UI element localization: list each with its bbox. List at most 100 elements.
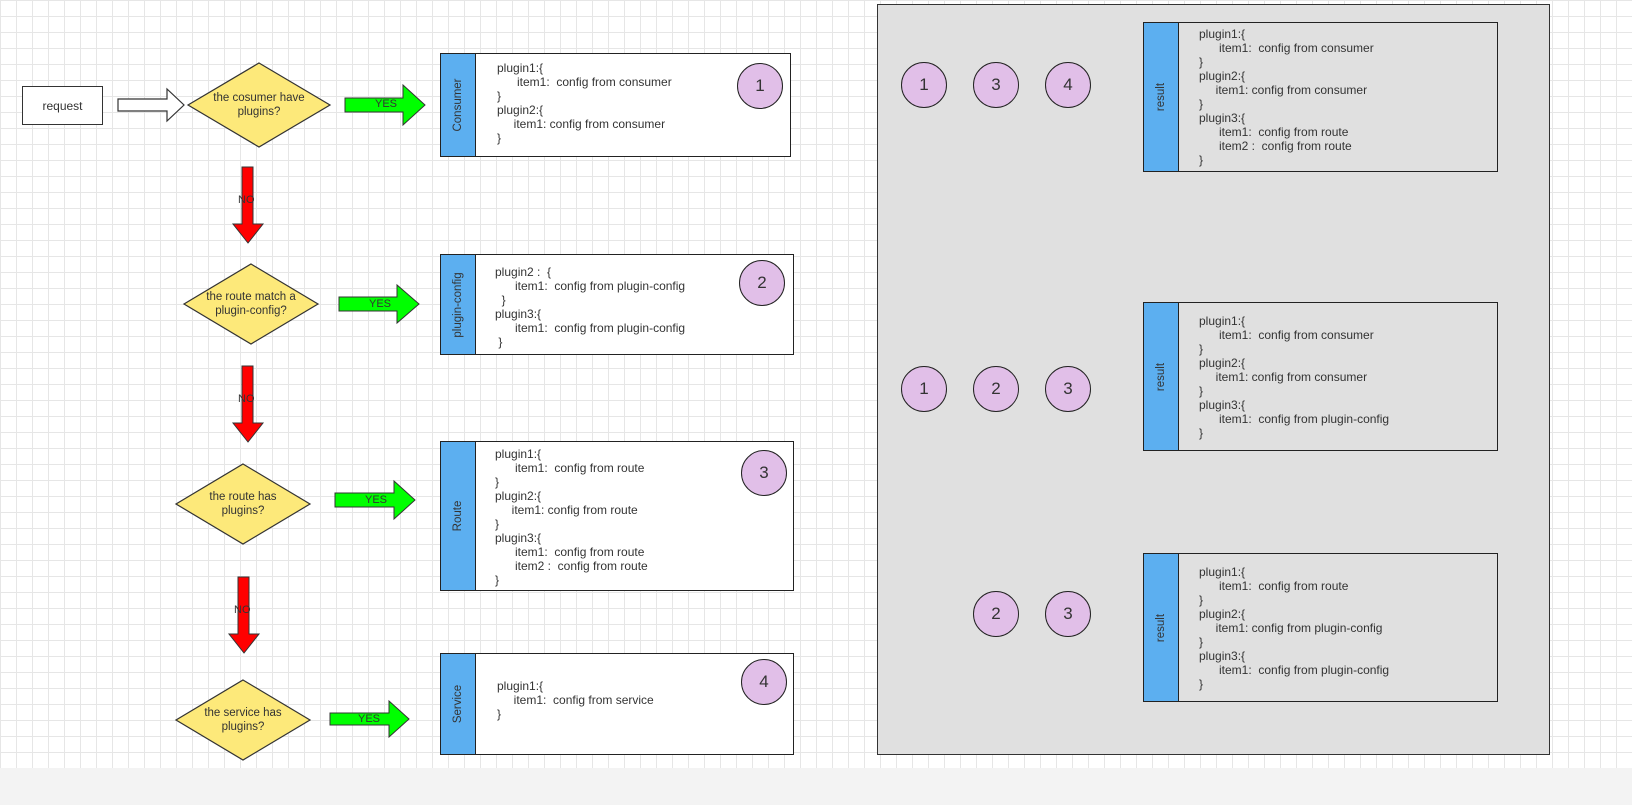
service-tab: Service bbox=[441, 654, 476, 754]
result2-circle-a-text: 1 bbox=[919, 379, 929, 398]
result3-circle-b-text: 3 bbox=[1063, 604, 1073, 623]
config-line: } bbox=[495, 475, 500, 489]
service-tab-label: Service bbox=[452, 684, 464, 724]
result2-circle-b: 2 bbox=[973, 366, 1019, 412]
service-config-text: plugin1:{ item1: config from service} bbox=[497, 679, 654, 721]
config-line: item1: config from plugin-config bbox=[495, 279, 686, 293]
decision-consumer-diamond bbox=[186, 62, 332, 148]
decision-service-diamond bbox=[174, 679, 312, 761]
consumer-config-text: plugin1:{ item1: config from consumer}pl… bbox=[497, 61, 672, 145]
result2-circle-b-text: 2 bbox=[991, 379, 1001, 398]
config-line: } bbox=[495, 517, 500, 531]
config-line: item1: config from plugin-config bbox=[1199, 621, 1383, 635]
config-line: item1: config from plugin-config bbox=[1199, 412, 1390, 426]
result2-circle-c: 3 bbox=[1045, 366, 1091, 412]
yes-label-1: YES bbox=[375, 98, 398, 110]
config-line: plugin1:{ bbox=[497, 61, 544, 75]
decision-consumer-label: the cosumer have plugins? bbox=[213, 92, 305, 118]
config-line: plugin2:{ bbox=[1199, 607, 1246, 621]
result1-circle-a: 1 bbox=[901, 62, 947, 108]
config-line: item1: config from route bbox=[1199, 125, 1349, 139]
config-line: plugin1:{ bbox=[1199, 27, 1246, 41]
result1-panel: result plugin1:{ item1: config from cons… bbox=[1143, 22, 1498, 172]
config-line: plugin3:{ bbox=[1199, 398, 1246, 412]
config-line: plugin1:{ bbox=[1199, 314, 1246, 328]
route-tab-label: Route bbox=[452, 500, 464, 532]
config-line: item1: config from service bbox=[497, 693, 654, 707]
config-line: item2 : config from route bbox=[1199, 139, 1352, 153]
route-number: 3 bbox=[759, 463, 769, 482]
service-number-circle: 4 bbox=[741, 659, 787, 705]
config-line: } bbox=[1199, 426, 1204, 440]
config-line: } bbox=[497, 89, 502, 103]
no-label-1: NO bbox=[238, 194, 255, 206]
config-line: plugin3:{ bbox=[1199, 649, 1246, 663]
no-arrow-3 bbox=[227, 576, 261, 654]
config-line: plugin1:{ bbox=[497, 679, 544, 693]
config-line: } bbox=[1199, 384, 1204, 398]
plugin-config-tab-label: plugin-config bbox=[452, 271, 464, 338]
config-line: plugin1:{ bbox=[1199, 565, 1246, 579]
result2-tab-label: result bbox=[1155, 362, 1167, 391]
config-line: item2 : config from route bbox=[495, 559, 648, 573]
consumer-tab-label: Consumer bbox=[452, 78, 464, 132]
route-tab: Route bbox=[441, 442, 476, 590]
config-line: plugin2:{ bbox=[497, 103, 544, 117]
config-line: } bbox=[495, 335, 503, 349]
yes-label-4: YES bbox=[358, 713, 381, 725]
config-line: item1: config from consumer bbox=[497, 117, 666, 131]
config-line: } bbox=[497, 131, 502, 145]
no-arrow-1 bbox=[231, 166, 265, 244]
result2-panel: result plugin1:{ item1: config from cons… bbox=[1143, 302, 1498, 451]
result1-circle-c-text: 4 bbox=[1063, 75, 1073, 94]
result3-config-text: plugin1:{ item1: config from route}plugi… bbox=[1199, 565, 1389, 691]
config-line: } bbox=[497, 707, 502, 721]
config-line: item1: config from plugin-config bbox=[1199, 663, 1390, 677]
config-line: } bbox=[1199, 97, 1204, 111]
plugin-config-number: 2 bbox=[757, 273, 767, 292]
config-line: item1: config from consumer bbox=[497, 75, 672, 89]
config-line: item1: config from consumer bbox=[1199, 83, 1368, 97]
result1-circle-b-text: 3 bbox=[991, 75, 1001, 94]
config-line: } bbox=[1199, 153, 1204, 167]
decision-service-label: the service has plugins? bbox=[204, 707, 282, 733]
route-config-text: plugin1:{ item1: config from route}plugi… bbox=[495, 447, 648, 587]
no-label-3: NO bbox=[234, 604, 251, 616]
yes-arrow-2 bbox=[338, 283, 420, 325]
request-label: request bbox=[42, 98, 83, 113]
config-line: item1: config from route bbox=[495, 545, 645, 559]
config-line: } bbox=[1199, 677, 1204, 691]
plugin-config-text: plugin2 : { item1: config from plugin-co… bbox=[495, 265, 685, 349]
result1-circle-b: 3 bbox=[973, 62, 1019, 108]
config-line: plugin3:{ bbox=[495, 307, 542, 321]
result2-circle-a: 1 bbox=[901, 366, 947, 412]
plugin-config-panel: plugin-config plugin2 : { item1: config … bbox=[440, 254, 794, 355]
request-box: request bbox=[22, 86, 103, 125]
config-line: } bbox=[1199, 593, 1204, 607]
config-line: plugin2:{ bbox=[1199, 356, 1246, 370]
consumer-panel: Consumer plugin1:{ item1: config from co… bbox=[440, 53, 791, 157]
result1-circle-c: 4 bbox=[1045, 62, 1091, 108]
yes-arrow-4 bbox=[329, 699, 410, 739]
result1-config-text: plugin1:{ item1: config from consumer} pl… bbox=[1199, 27, 1374, 167]
result3-circle-a: 2 bbox=[973, 591, 1019, 637]
yes-arrow-1 bbox=[344, 83, 426, 127]
no-label-2: NO bbox=[238, 393, 255, 405]
config-line: } bbox=[1199, 635, 1204, 649]
service-number: 4 bbox=[759, 672, 769, 691]
route-panel: Route plugin1:{ item1: config from route… bbox=[440, 441, 794, 591]
request-arrow bbox=[117, 87, 185, 123]
decision-route-label: the route has plugins? bbox=[209, 491, 277, 517]
result3-circle-b: 3 bbox=[1045, 591, 1091, 637]
config-line: item1: config from route bbox=[1199, 579, 1349, 593]
decision-route-diamond bbox=[174, 463, 312, 545]
plugin-config-number-circle: 2 bbox=[739, 260, 785, 306]
plugin-config-tab: plugin-config bbox=[441, 255, 476, 354]
result3-tab: result bbox=[1144, 554, 1179, 701]
result3-panel: result plugin1:{ item1: config from rout… bbox=[1143, 553, 1498, 702]
config-line: plugin1:{ bbox=[495, 447, 542, 461]
config-line: plugin2:{ bbox=[1199, 69, 1246, 83]
consumer-number: 1 bbox=[755, 76, 765, 95]
consumer-number-circle: 1 bbox=[737, 63, 783, 109]
